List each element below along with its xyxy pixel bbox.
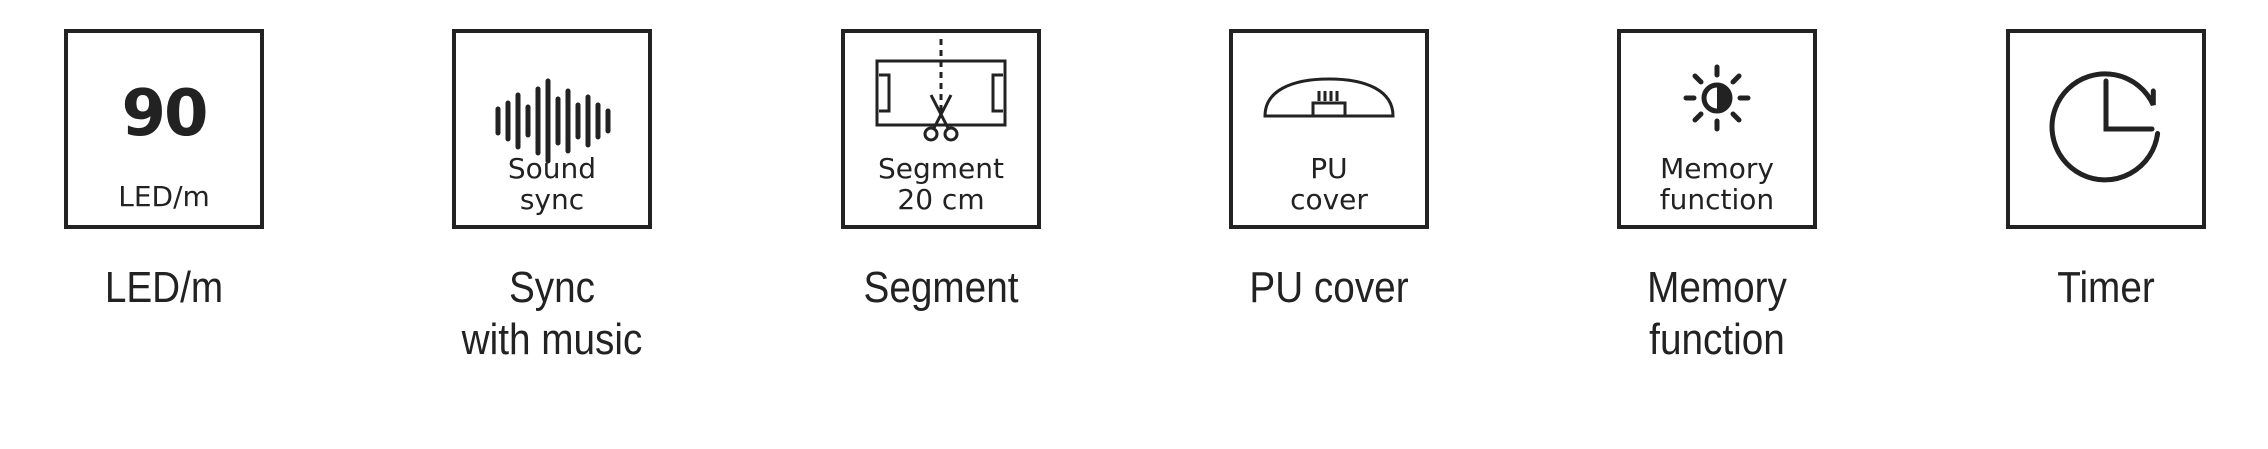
feature-segment: Segment 20 cm Segment bbox=[841, 0, 1229, 449]
timer-badge bbox=[2006, 29, 2206, 229]
feature-led-density: 90 LED/m LED/m bbox=[64, 0, 452, 449]
led-density-caption: LED/m bbox=[104, 263, 224, 312]
pu-cover-badge: PU cover bbox=[1229, 29, 1429, 229]
feature-sound-sync: Sound sync Sync with music bbox=[452, 0, 840, 449]
clock-icon bbox=[2049, 71, 2161, 183]
memory-function-caption: Memory function bbox=[1647, 263, 1787, 364]
pu-cover-caption: PU cover bbox=[1249, 263, 1409, 312]
timer-caption: Timer bbox=[2057, 263, 2155, 312]
segment-scissors-icon bbox=[875, 39, 1007, 142]
memory-function-badge: Memory function bbox=[1617, 29, 1817, 229]
led-count-value: 90 bbox=[121, 77, 208, 151]
memory-function-box-label: Memory function bbox=[1659, 152, 1775, 216]
sound-sync-caption: Sync with music bbox=[461, 263, 643, 364]
pu-cover-icon bbox=[1263, 77, 1395, 118]
segment-caption: Segment bbox=[863, 263, 1019, 312]
led-density-badge: 90 LED/m bbox=[64, 29, 264, 229]
segment-box-label: Segment 20 cm bbox=[878, 152, 1004, 216]
sun-memory-icon bbox=[1683, 64, 1751, 132]
led-density-box-label: LED/m bbox=[118, 180, 210, 213]
pu-cover-box-label: PU cover bbox=[1290, 152, 1368, 216]
feature-timer: Timer bbox=[2006, 0, 2268, 449]
sound-sync-badge: Sound sync bbox=[452, 29, 652, 229]
sound-sync-box-label: Sound sync bbox=[507, 152, 597, 216]
feature-memory-function: Memory function Memory function bbox=[1617, 0, 2005, 449]
feature-pu-cover: PU cover PU cover bbox=[1229, 0, 1617, 449]
segment-badge: Segment 20 cm bbox=[841, 29, 1041, 229]
sound-wave-icon bbox=[495, 78, 611, 164]
